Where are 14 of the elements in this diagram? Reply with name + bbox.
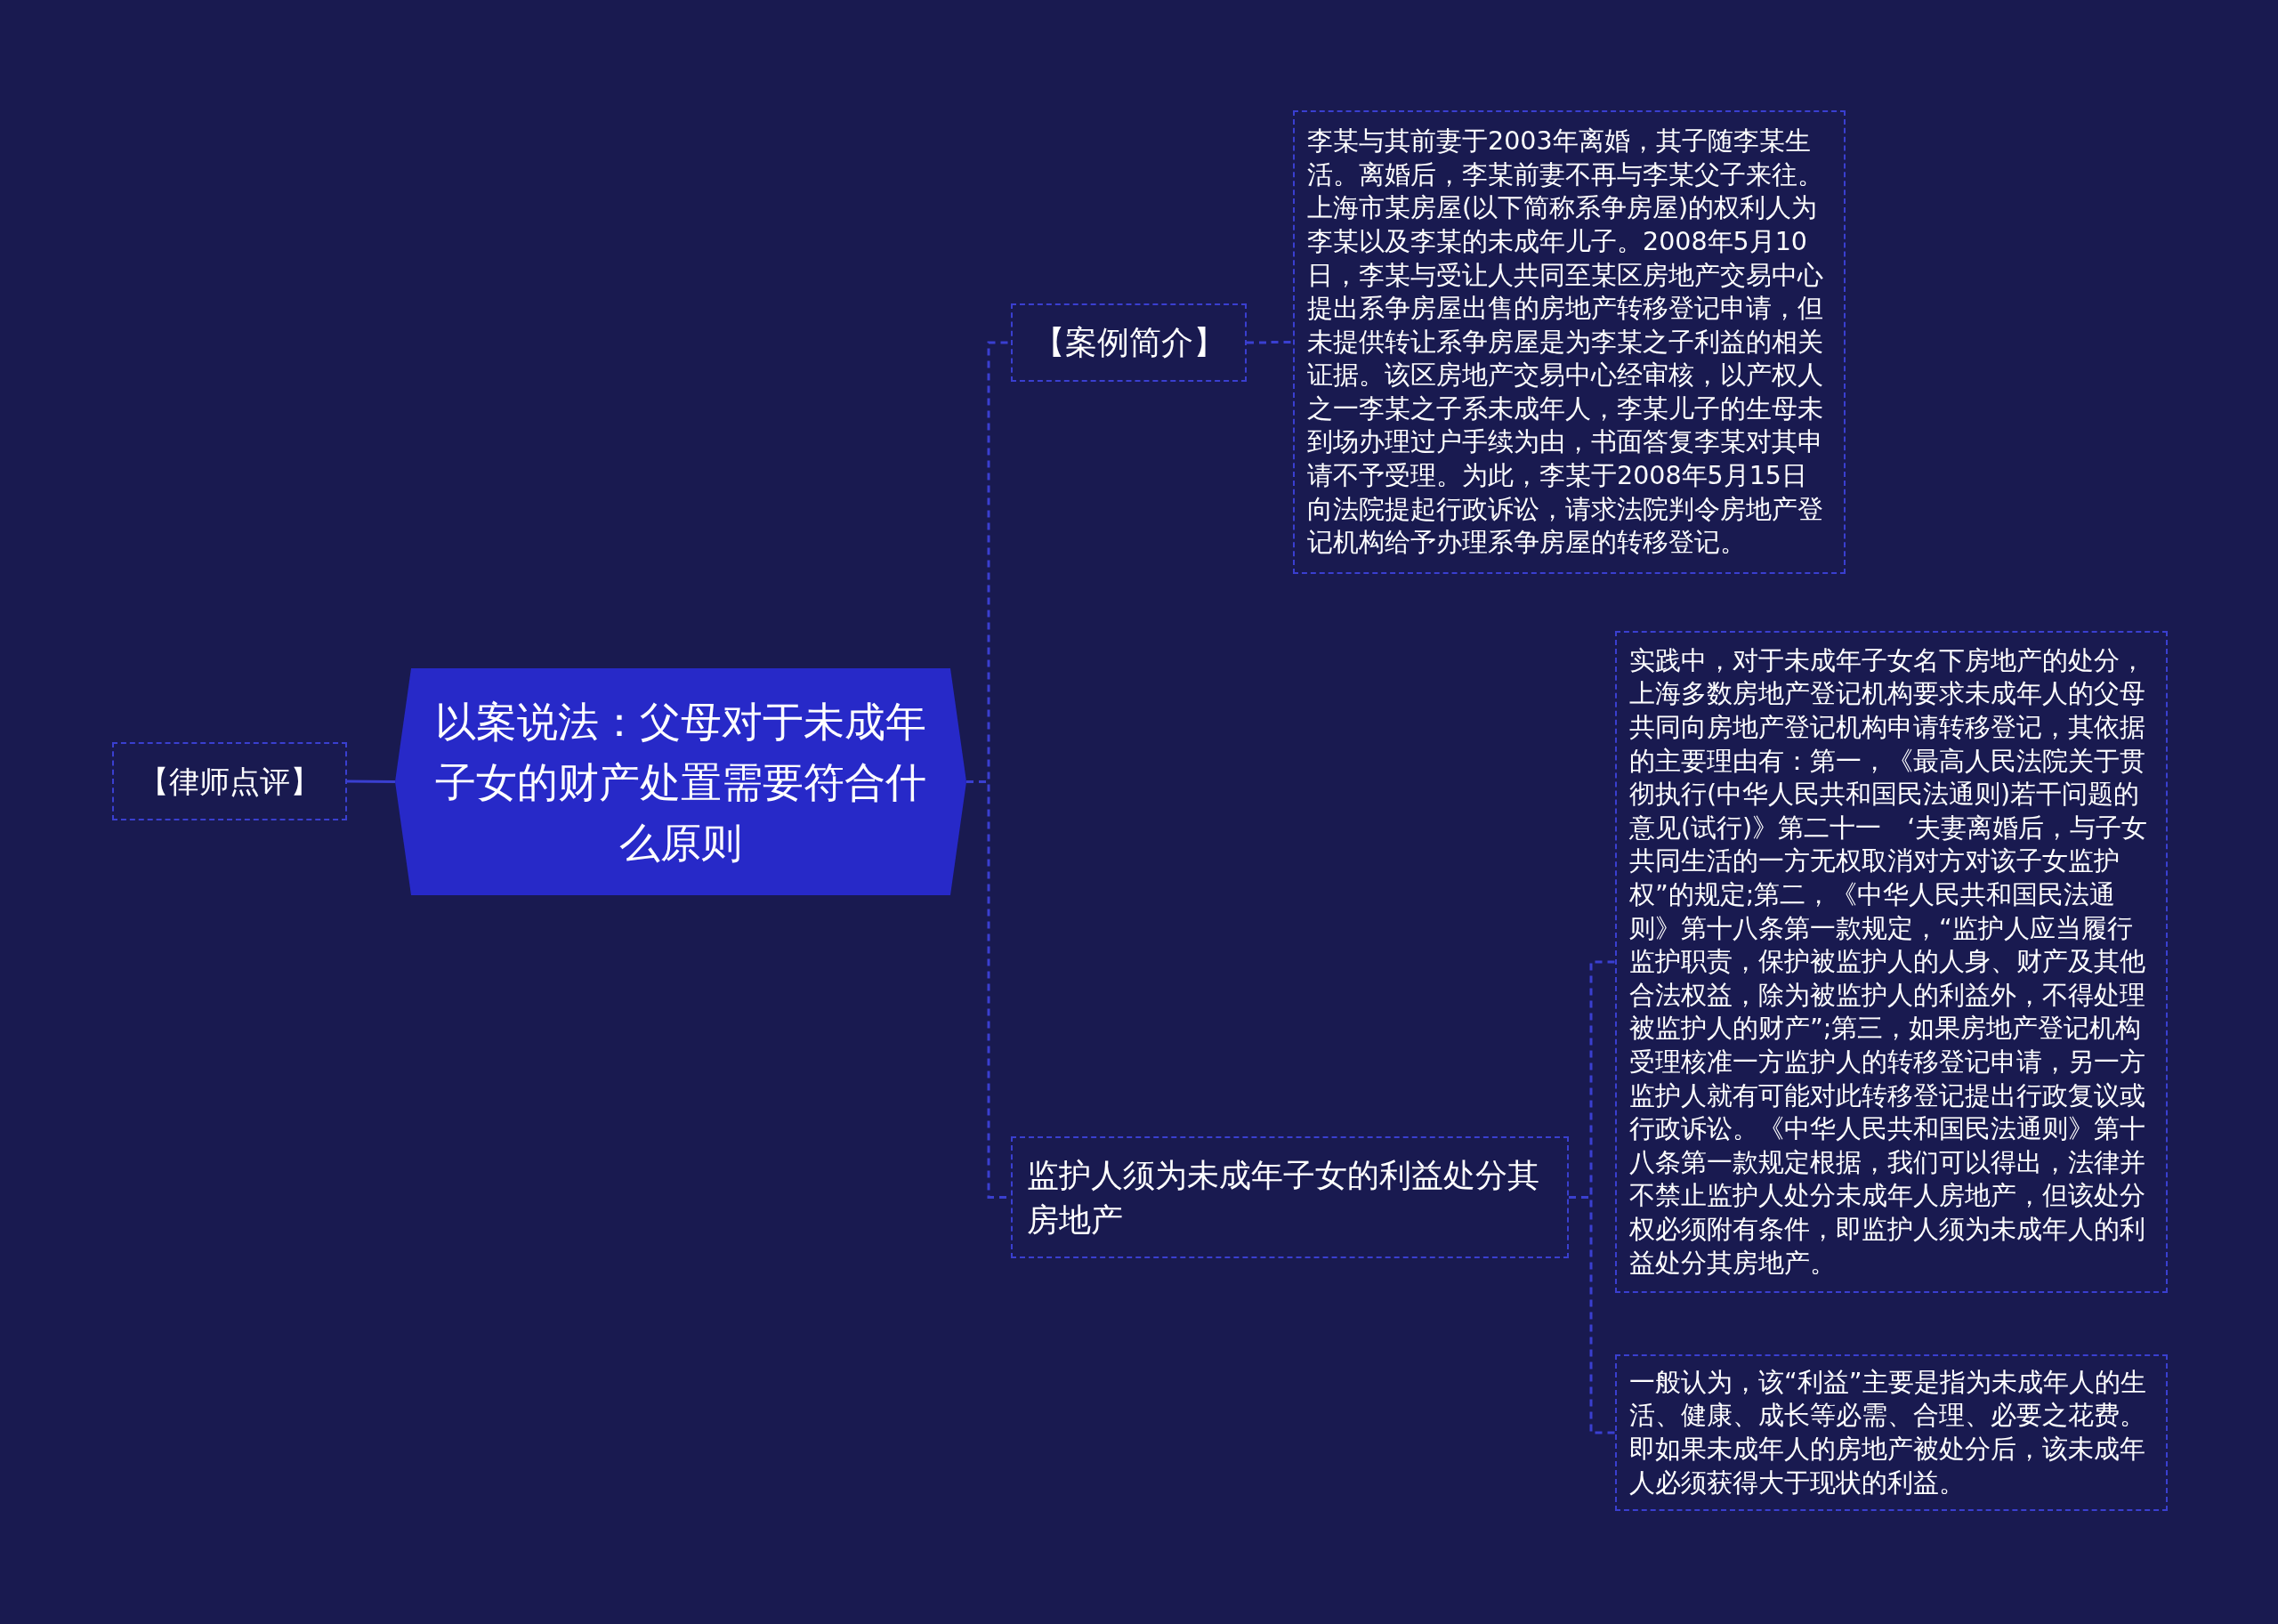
paragraph-text: 一般认为，该“利益”主要是指为未成年人的生活、健康、成长等必需、合理、必要之花费。即如果未成年人的房地产被处分后，该未成年人必须获得大于现状的利益。 (1629, 1366, 2147, 1499)
connector-line (347, 780, 395, 783)
connector-line (1569, 1196, 1615, 1434)
topic-title: 以案说法：父母对于未成年子女的财产处置需要符合什么原则 (434, 696, 927, 869)
topic-box (1011, 1136, 1569, 1258)
topic-label: 【律师点评】 (138, 763, 321, 801)
topic-label: 【案例简介】 (1031, 323, 1226, 362)
connector-line (1247, 341, 1293, 344)
topic-box (1011, 303, 1247, 382)
paragraph-text: 李某与其前妻于2003年离婚，其子随李某生活。离婚后，李某前妻不再与李某父子来往。上海市某房屋(以下简称系争房屋)的权利人为李某以及李某的未成年儿子。2008年5月10日，李某与受让人共同至某区房地产交易中心提出系争房屋出售的房地产转移登记申请，但未提供转让系争房屋是为李某之子利益的相关证据。该区房地产交易中心经审核，以产权人之一李某之子系未成年人，李某儿子的生母未到场办理过户手续为由，书面答复李某对其申请不予受理。为此，李某于2008年5月15日向法院提起行政诉讼，请求法院判令房地产登记机构给予办理系争房屋的转移登记。 (1307, 125, 1824, 560)
topic-label: 监护人须为未成年子女的利益处分其房地产 (1027, 1155, 1540, 1240)
text-box (1615, 1354, 2168, 1511)
paragraph-text: 实践中，对于未成年子女名下房地产的处分，上海多数房地产登记机构要求未成年人的父母共同向房地产登记机构申请转移登记，其依据的主要理由有：第一，《最高人民法院关于贯彻执行(中华人民共和国民法通则)若干问题的意见(试行)》第二十一 ‘夫妻离婚后，与子女共同生活的一方无权取消对方对该子女监护权”的规定;第二，《中华人民共和国民法通则》第十八条第一款规定，“监护人应当履行监护职责，保护被监护人的人身、财产及其他合法权益，除为被监护人的利益外，不得处理被监护人的财产”;第三，如果房地产登记机构受理核准一方监护人的转移登记申请，另一方监护人就有可能对此转移登记提出行政复议或行政诉讼。《中华人民共和国民法通则》第十八条第一款规定根据，我们可以得出，法律并不禁止监护人处分未成年人房地产，但该处分权必须附有条件，即监护人须为未成年人的利益处分其房地产。 (1629, 644, 2149, 1280)
topic-box (112, 742, 347, 820)
